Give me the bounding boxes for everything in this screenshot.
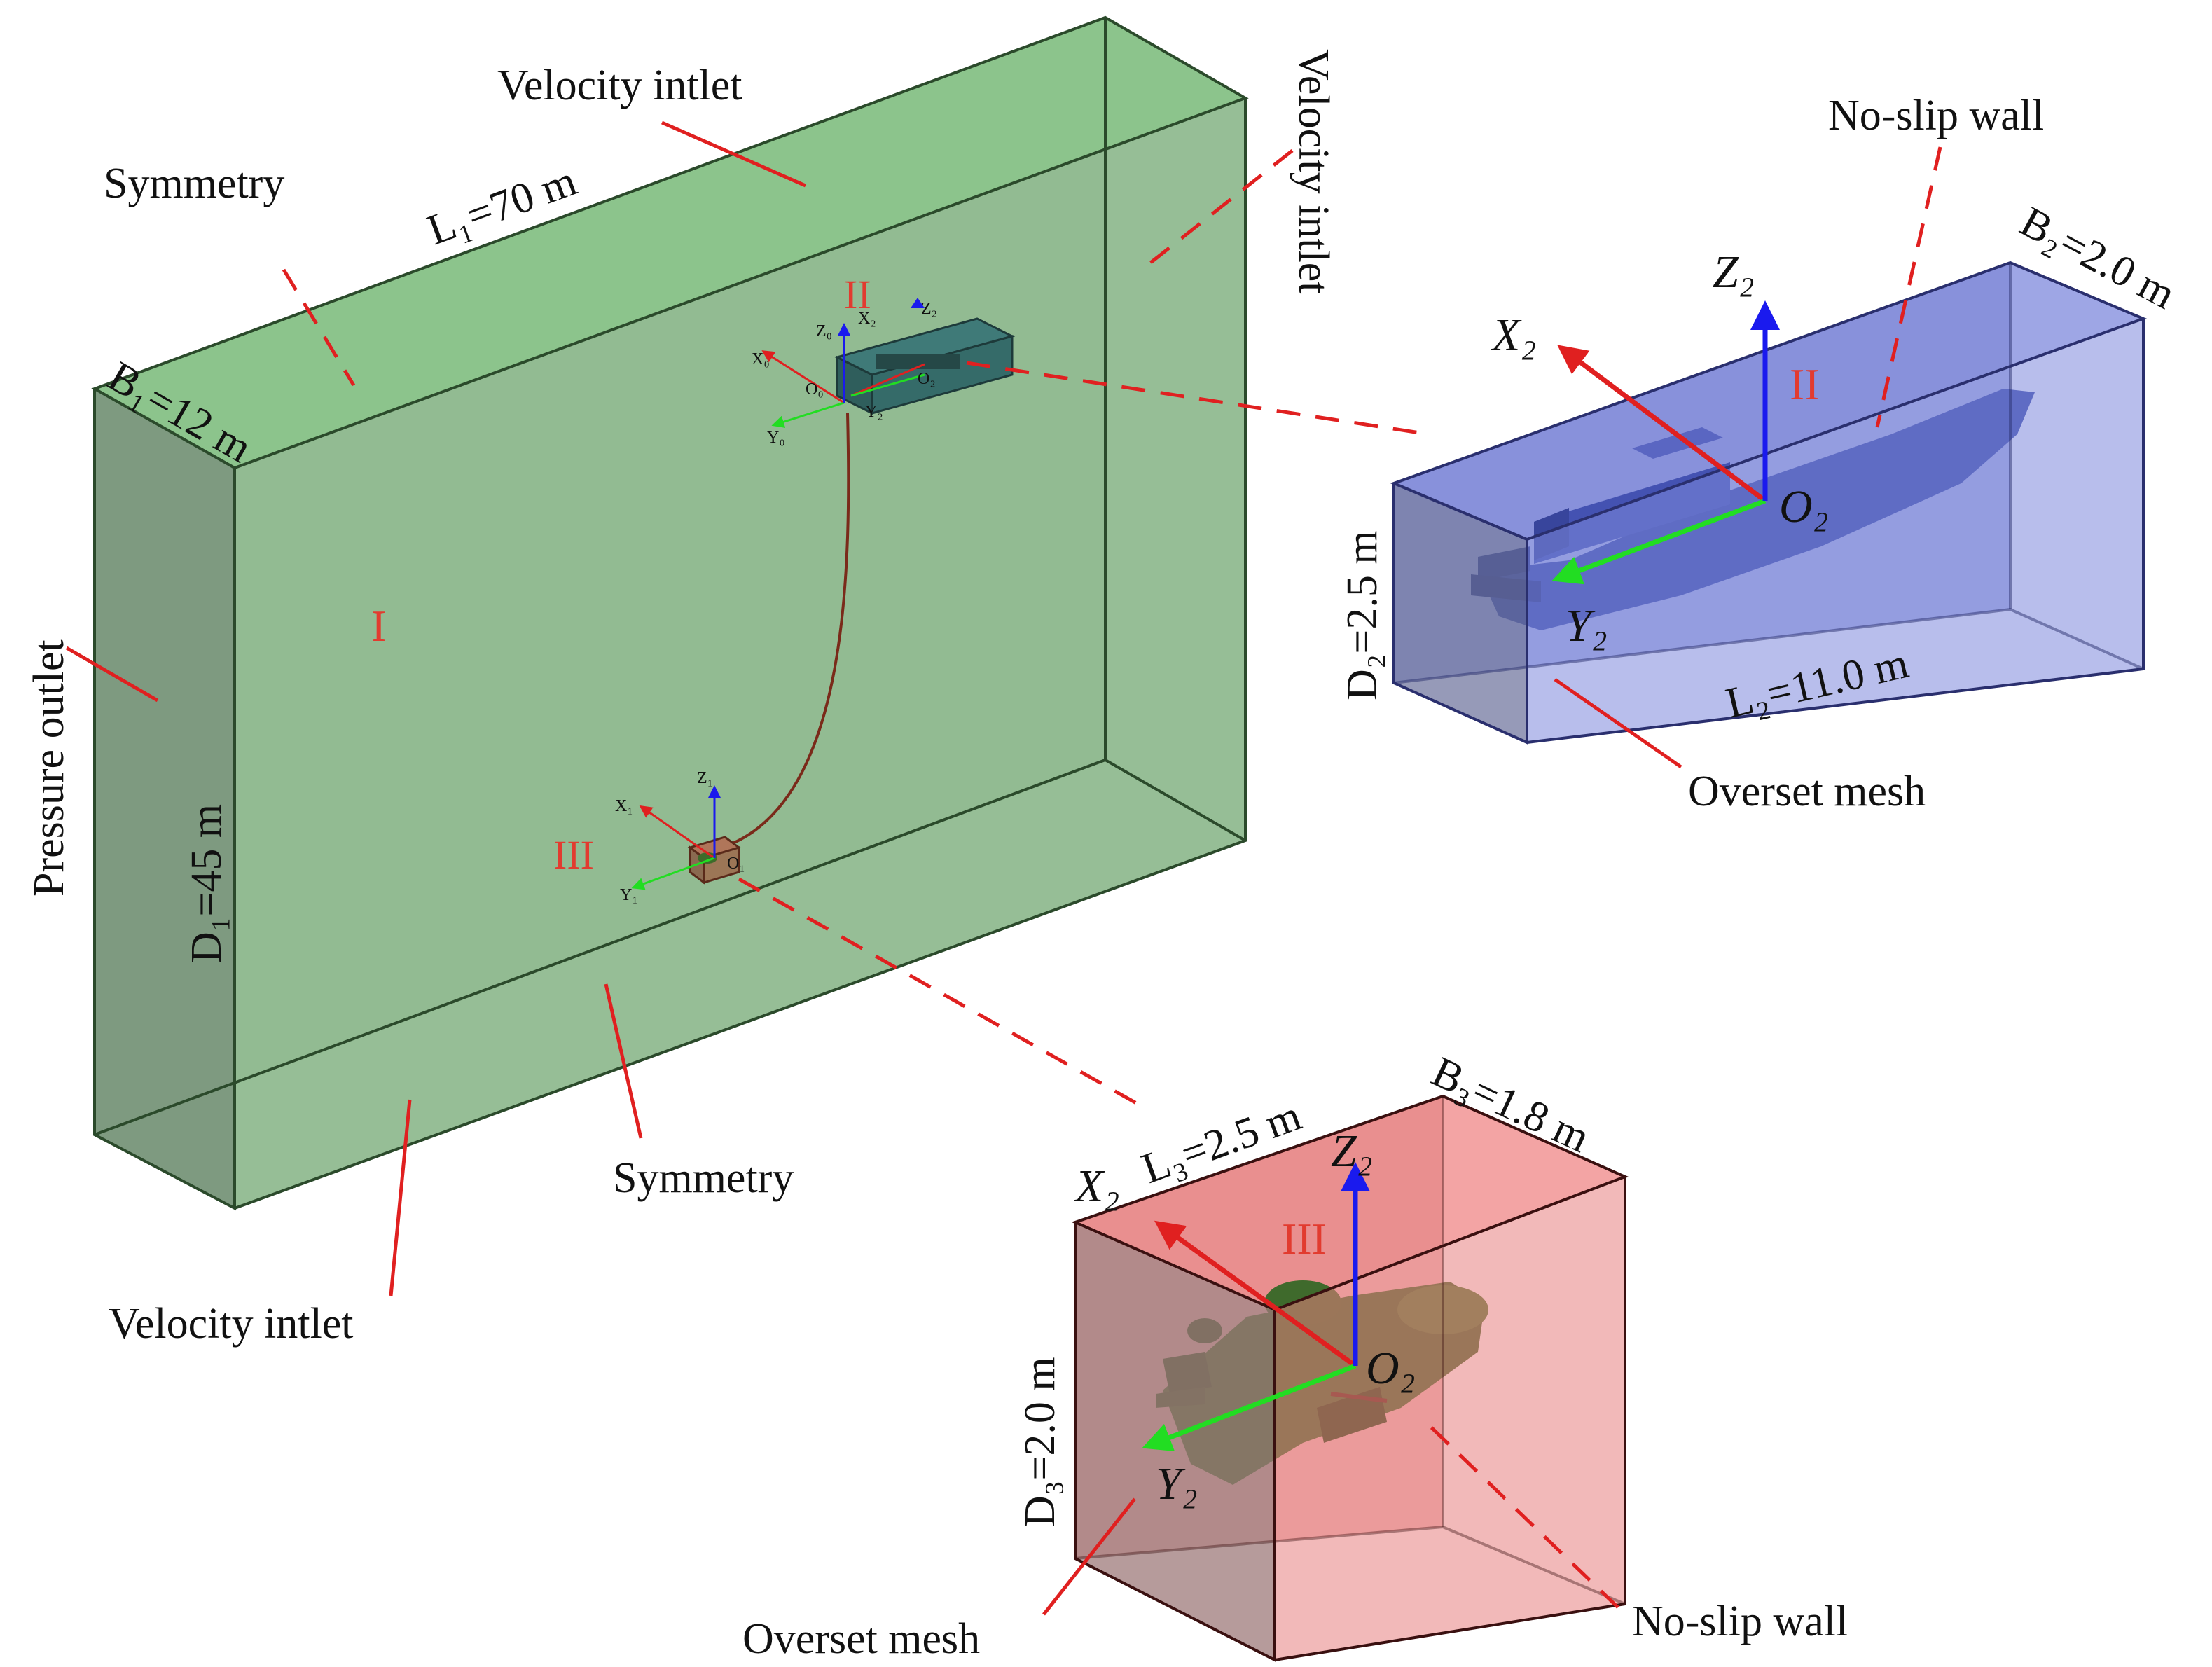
pressure-outlet-label: Pressure outlet bbox=[25, 639, 73, 897]
zoom-II-overset-leader bbox=[1554, 677, 1682, 769]
small-z2-arrowhead bbox=[911, 298, 925, 308]
zoom-II-axes bbox=[1551, 300, 1780, 585]
domain-top-face bbox=[95, 18, 1245, 468]
zoom-II-noslip-label: No-slip wall bbox=[1828, 92, 2044, 139]
zoom-III-noslip-leader bbox=[1420, 1417, 1619, 1609]
small-ship-axes bbox=[761, 323, 925, 428]
zoom-III-x-axis bbox=[1154, 1220, 1357, 1368]
small-ship-mesh bbox=[834, 317, 1016, 415]
zoom-II-depth-label: D₂=2.5 m bbox=[1339, 530, 1386, 700]
zoom-II-o-label: O₂ bbox=[1779, 481, 1829, 532]
zoom-III-overset-label: Overset mesh bbox=[742, 1615, 980, 1663]
small-x0-label: X₀ bbox=[752, 350, 770, 368]
small-z1-label: Z₁ bbox=[697, 769, 713, 787]
small-region-III-label: III bbox=[553, 832, 594, 878]
small-o2-label: O₂ bbox=[918, 370, 936, 388]
region-I-label: I bbox=[371, 601, 386, 651]
domain-front-outline bbox=[234, 98, 1247, 1210]
tether-cable bbox=[721, 413, 850, 849]
zoom-II-box bbox=[1390, 261, 2148, 745]
zoom-III-y-label: Y₂ bbox=[1156, 1458, 1198, 1509]
symmetry-bottom-label: Symmetry bbox=[613, 1154, 794, 1202]
small-y2-label: Y₂ bbox=[865, 403, 883, 421]
depth-D1-label: D₁=45 m bbox=[183, 804, 230, 963]
zoom-II-y-label: Y₂ bbox=[1565, 600, 1608, 651]
zoom-III-o-label: O₂ bbox=[1366, 1343, 1416, 1394]
zoom-II-noslip-leader bbox=[1875, 146, 1942, 428]
zoom-III-noslip-label: No-slip wall bbox=[1632, 1598, 1848, 1645]
zoom-II-x-axis bbox=[1557, 345, 1767, 503]
leader-pressure-outlet bbox=[65, 646, 159, 703]
small-z0-label: Z₀ bbox=[816, 322, 832, 340]
zoom-II-overset-label: Overset mesh bbox=[1688, 768, 1926, 815]
small-y1-label: Y₁ bbox=[620, 886, 638, 904]
zoom-III-x-label: X₂ bbox=[1073, 1161, 1119, 1212]
zoom-III-roman: III bbox=[1282, 1214, 1327, 1264]
symmetry-top-label: Symmetry bbox=[104, 160, 284, 207]
bottom-velocity-inlet-label: Velocity intlet bbox=[109, 1300, 354, 1348]
small-o1-label: O₁ bbox=[727, 855, 745, 873]
zoom-II-x-label: X₂ bbox=[1490, 310, 1536, 361]
zoom-III-axes bbox=[1142, 1162, 1370, 1452]
leader-bottom-inlet-lower bbox=[389, 1099, 412, 1296]
zoom-III-y-axis bbox=[1142, 1363, 1357, 1452]
zoom-II-z-label: Z₂ bbox=[1713, 247, 1755, 298]
leader-top-inlet bbox=[661, 120, 807, 188]
small-region-II-label: II bbox=[844, 272, 871, 317]
small-vehicle-axes bbox=[631, 785, 721, 890]
domain-I-box bbox=[91, 15, 1249, 1211]
zoom-II-roman: II bbox=[1790, 359, 1820, 409]
small-o0-label: O₀ bbox=[806, 380, 824, 399]
right-velocity-inlet-label: Velocity intlet bbox=[1290, 49, 1337, 294]
zoom-III-depth-label: D₃=2.0 m bbox=[1016, 1357, 1064, 1527]
leader-symmetry-bottom bbox=[604, 983, 643, 1139]
domain-left-outline bbox=[93, 389, 236, 1211]
small-z2-label: Z₂ bbox=[921, 300, 937, 318]
small-x1-label: X₁ bbox=[615, 797, 633, 815]
zoom-II-y-axis bbox=[1551, 498, 1767, 585]
small-y0-label: Y₀ bbox=[767, 429, 785, 447]
leader-right-inlet bbox=[1140, 149, 1294, 271]
zoom-III-z-label: Z₂ bbox=[1331, 1126, 1373, 1177]
top-velocity-inlet-label: Velocity intlet bbox=[497, 62, 742, 109]
leader-symmetry-top bbox=[282, 268, 356, 387]
small-x2-label: X₂ bbox=[858, 310, 876, 328]
domain-left-face bbox=[95, 389, 235, 1208]
zoom-III-overset-leader bbox=[1042, 1497, 1136, 1616]
